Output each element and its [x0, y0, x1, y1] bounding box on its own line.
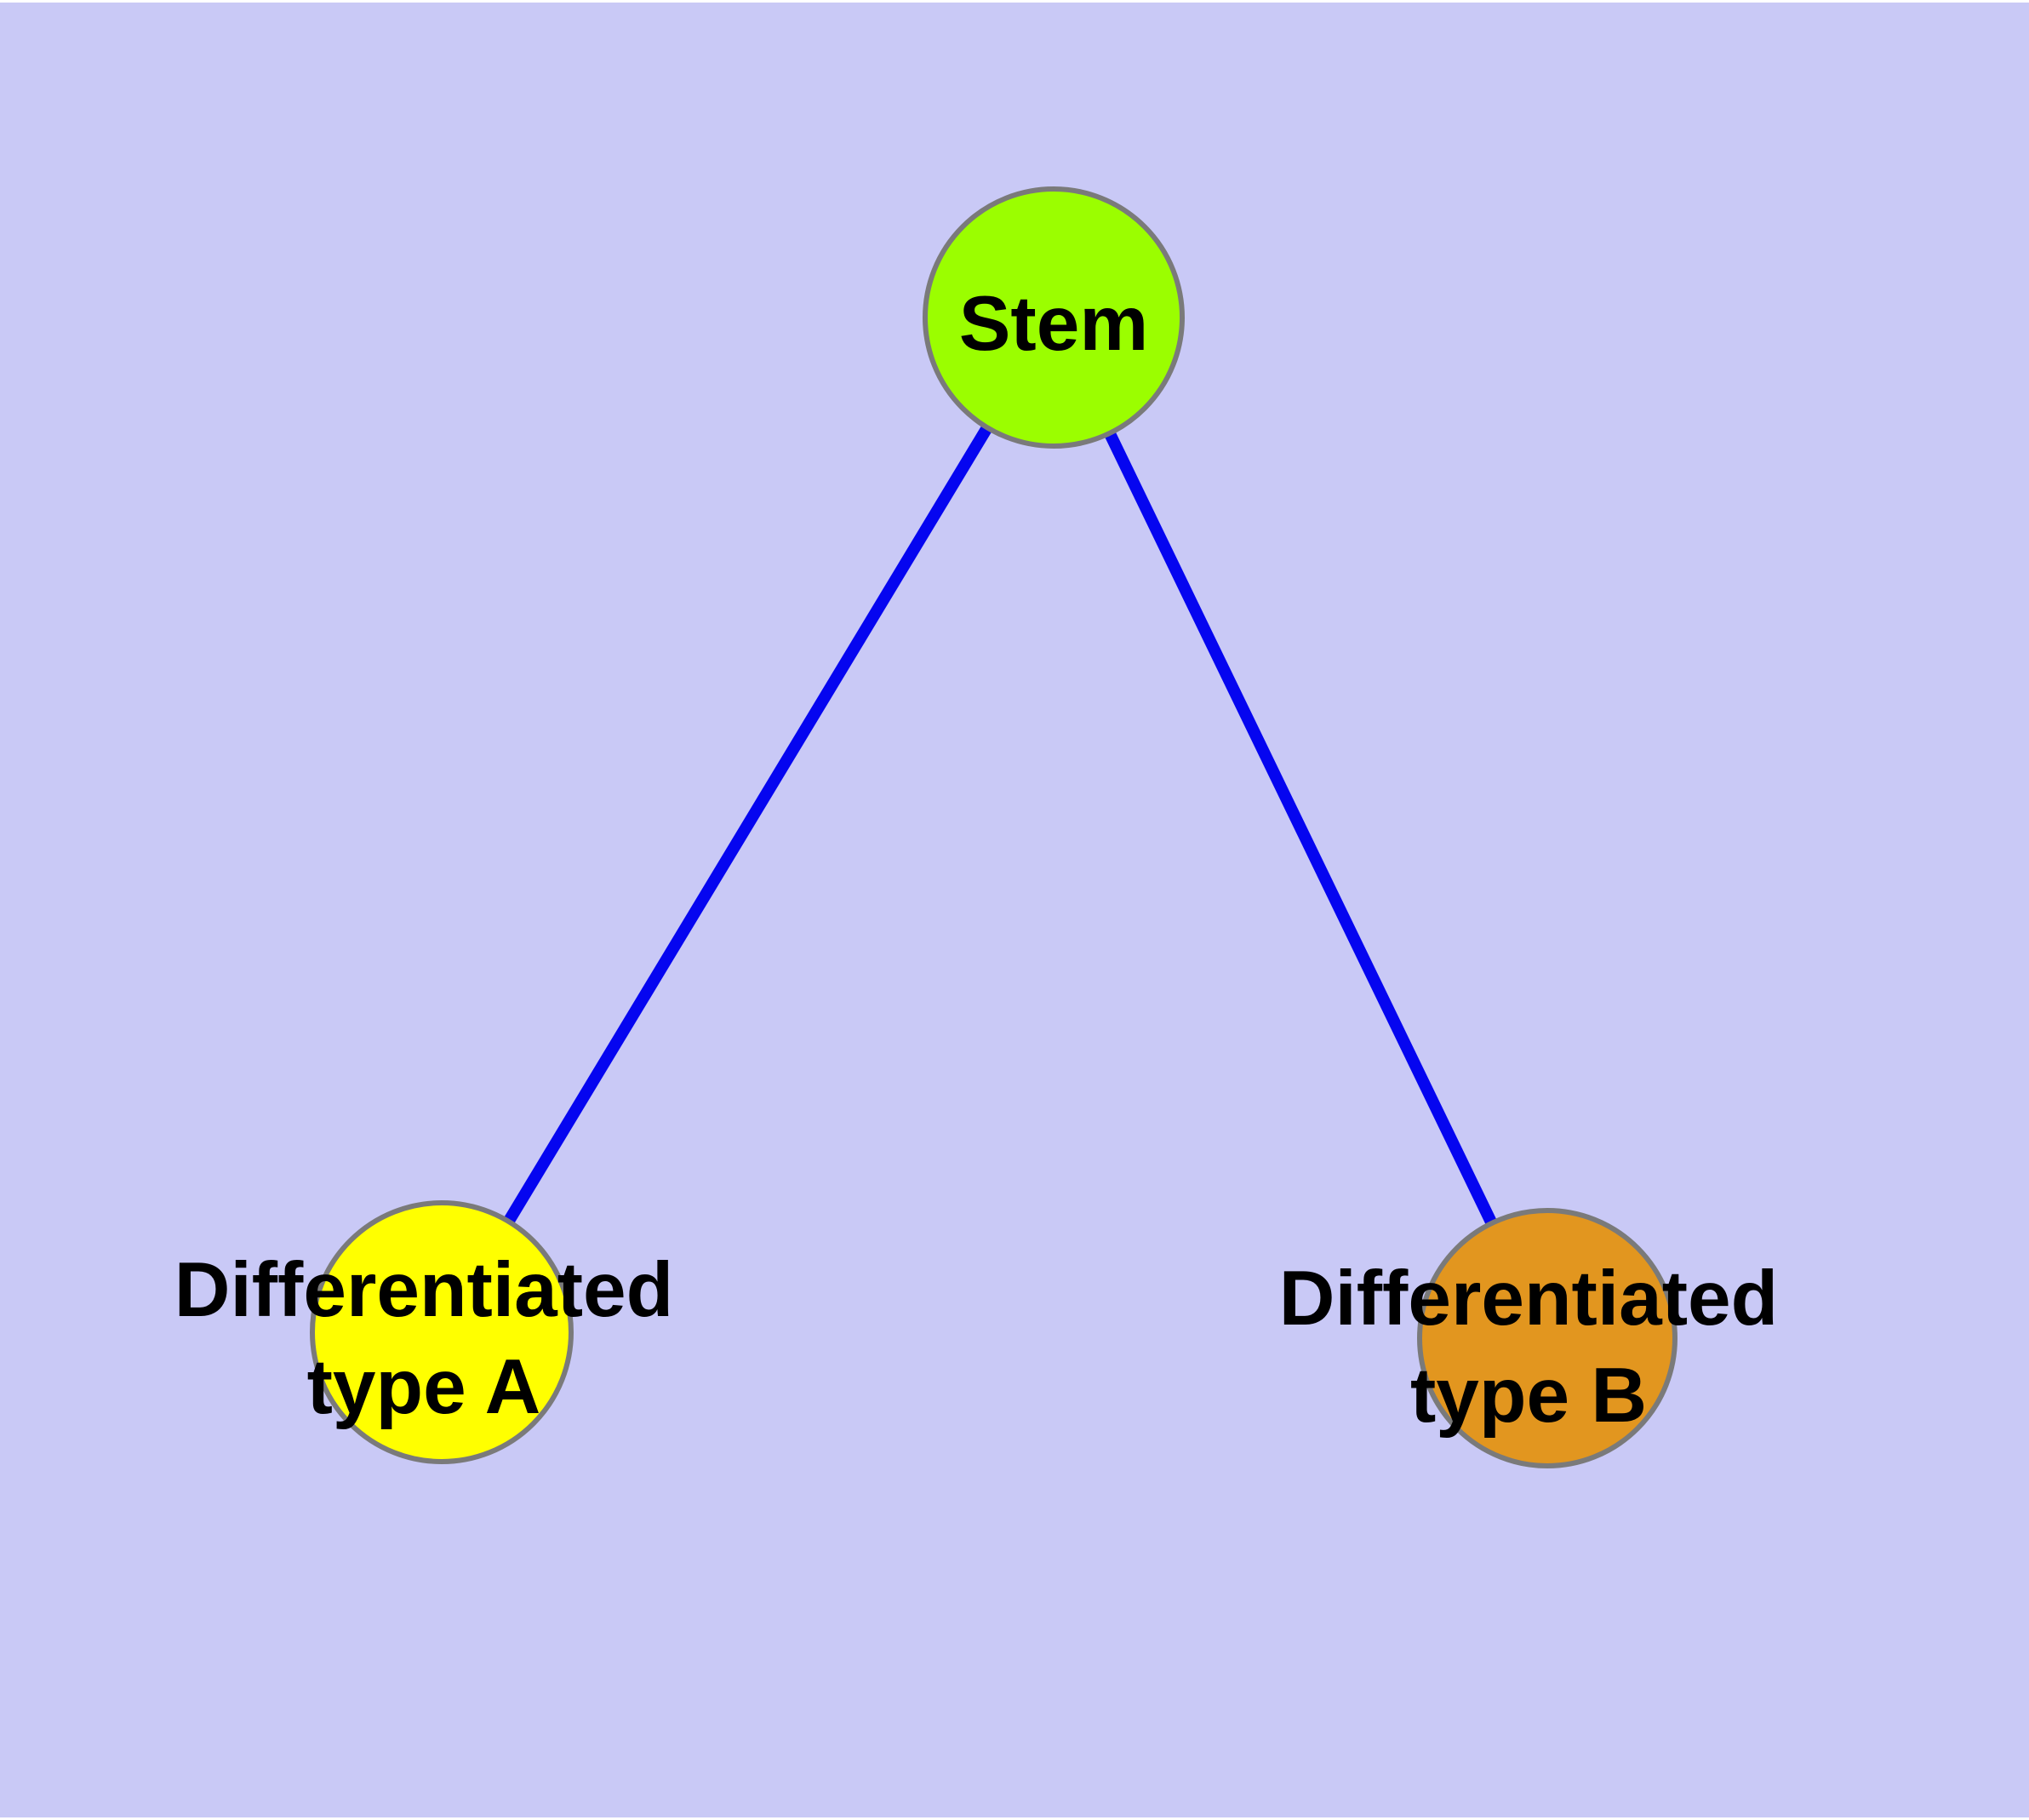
node-differentiated-type-a-label: Differentiated type A — [174, 1247, 674, 1430]
node-stem-label: Stem — [959, 281, 1149, 367]
node-differentiated-type-a-circle — [310, 1200, 574, 1464]
node-differentiated-type-b-label-line-2: type B — [1410, 1353, 1647, 1439]
node-differentiated-type-a-label-line-2: type A — [307, 1344, 541, 1430]
edge-stem-differentiated-type-b — [1048, 314, 1553, 1342]
edge-stem-differentiated-type-a — [437, 314, 1059, 1336]
node-differentiated-type-a-label-line-1: Differentiated — [174, 1247, 674, 1333]
node-differentiated-type-b-circle — [1417, 1208, 1677, 1468]
node-stem-label-line-1: Stem — [959, 281, 1149, 367]
node-differentiated-type-b-label: Differentiated type B — [1279, 1256, 1779, 1439]
node-stem-circle — [923, 186, 1185, 449]
node-differentiated-type-b-label-line-1: Differentiated — [1279, 1256, 1779, 1342]
